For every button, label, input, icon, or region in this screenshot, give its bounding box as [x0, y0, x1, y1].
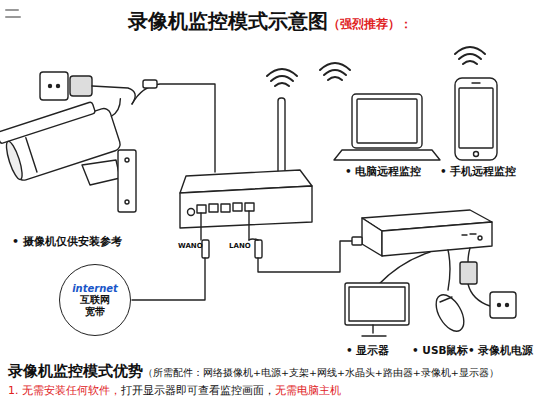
- device-label: • 电脑远程监控: [345, 165, 421, 179]
- title: 录像机监控模式示意图: [128, 9, 328, 33]
- usb-mouse: [430, 290, 469, 336]
- corner-mark: [6, 10, 20, 17]
- network-cables: [132, 211, 352, 300]
- laptop: [334, 94, 440, 160]
- caption-row: 录像机监控模式优势（所需配件：网络摄像机+电源+支架+网线+水晶头+路由器+录像…: [8, 361, 499, 381]
- device-label: LANO: [229, 242, 251, 250]
- internet-circle: internet互联网 宽带: [59, 264, 131, 336]
- camera-bracket: [82, 150, 136, 212]
- advantage-row: 1. 无需安装任何软件，打开显示器即可查看监控画面，无需电脑主机: [8, 379, 341, 398]
- device-label: • USB鼠标: [412, 344, 468, 358]
- video-recorder: [352, 210, 492, 256]
- note-tag: （强烈推荐）：: [328, 17, 412, 31]
- device-label: WANO: [178, 242, 203, 250]
- network-label: 互联网 宽带: [75, 294, 115, 317]
- router: [180, 98, 312, 228]
- device-label: • 显示器: [346, 344, 389, 358]
- camera-cables: [92, 80, 215, 172]
- camera-power-socket: [40, 72, 92, 100]
- recorder-power: [460, 262, 516, 318]
- note-text: 1. 无需安装任何软件，: [8, 384, 121, 397]
- device-label: • 录像机电源: [468, 344, 533, 358]
- wifi-signal: [267, 47, 485, 86]
- note-text: （所需配件：网络摄像机+电源+支架+网线+水晶头+路由器+录像机+显示器）: [143, 367, 499, 378]
- title-row: 录像机监控模式示意图（强烈推荐）：: [128, 8, 412, 35]
- device-label: • 摄像机仅供安装参考: [12, 234, 122, 249]
- note-text: 打开显示器即可查看监控画面，: [121, 384, 275, 397]
- phone: [455, 78, 497, 160]
- note-text: 无需电脑主机: [275, 384, 341, 397]
- device-label: • 手机远程监控: [440, 165, 516, 179]
- caption: 录像机监控模式优势: [8, 362, 143, 380]
- monitor: [345, 283, 409, 336]
- internet-word: internet: [72, 283, 118, 295]
